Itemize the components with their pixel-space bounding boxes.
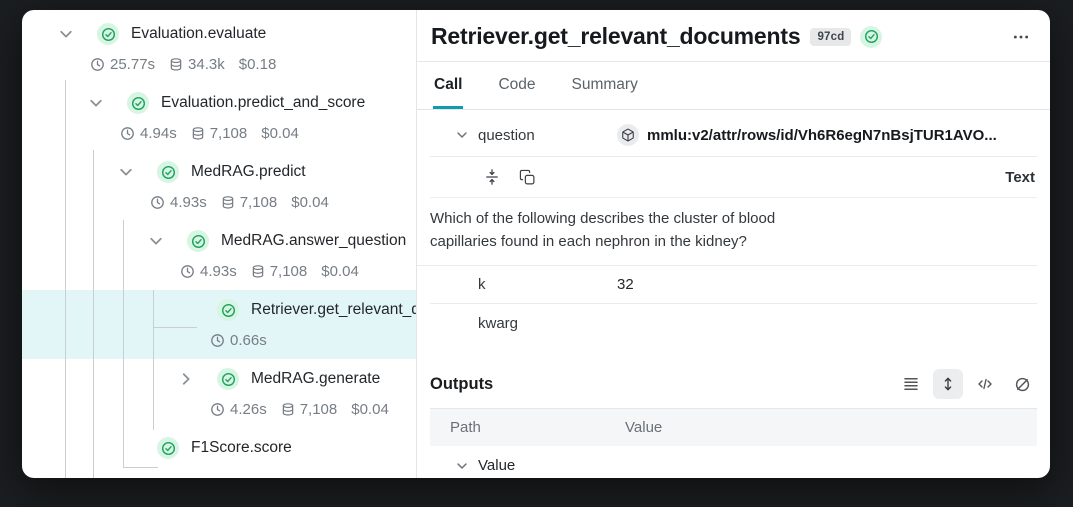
tree-guide-line [65, 80, 66, 478]
column-value: Value [625, 419, 663, 436]
status-success-icon [97, 23, 119, 45]
status-success-icon [157, 437, 179, 459]
input-row-question: question mmlu:v2/attr/rows/id/Vh6R6egN7n… [430, 114, 1037, 157]
chevron-down-icon[interactable] [88, 95, 104, 111]
tree-node-label: Evaluation.evaluate [131, 25, 267, 42]
tokens-stat: 34.3k [169, 56, 225, 73]
rows-icon[interactable] [896, 369, 926, 399]
output-path: Value [478, 457, 516, 474]
input-key: question [478, 126, 535, 144]
chevron-spacer [118, 440, 134, 456]
header-divider [417, 61, 1050, 62]
tree-node[interactable]: Evaluation.predict_and_score 4.94s 7,108 $0… [22, 89, 416, 146]
input-row-k: k 32 [430, 266, 1037, 304]
cost-stat: $0.04 [351, 400, 389, 418]
tokens-stat: 7,108 [191, 125, 247, 142]
call-title: Retriever.get_relevant_documents [431, 23, 801, 49]
code-icon[interactable] [970, 369, 1000, 399]
tree-node-label: MedRAG.predict [191, 163, 306, 180]
latency-stat: 4.26s [210, 401, 267, 418]
status-success-icon [187, 230, 209, 252]
chevron-down-icon[interactable] [455, 459, 471, 473]
latency-stat: 4.94s [120, 125, 177, 142]
tree-guide-line [153, 290, 154, 430]
input-value: 32 [617, 276, 634, 293]
cube-icon [617, 124, 639, 146]
tokens-stat: 7,108 [281, 401, 337, 418]
tokens-stat: 7,108 [251, 263, 307, 280]
tree-node[interactable]: MedRAG.generate 4.26s 7,108 $0.04 [22, 365, 416, 422]
cost-stat: $0.04 [291, 193, 329, 211]
call-id-badge: 97cd [810, 27, 852, 46]
tree-node[interactable]: F1Score.score [22, 434, 416, 462]
dataset-ref-link[interactable]: mmlu:v2/attr/rows/id/Vh6R6egN7nBsjTUR1AV… [617, 124, 997, 146]
tree-node[interactable]: MedRAG.predict 4.93s 7,108 $0.04 [22, 158, 416, 215]
column-path: Path [450, 419, 481, 436]
chevron-spacer [178, 302, 194, 318]
tree-node-label: F1Score.score [191, 439, 292, 456]
question-text: Which of the following describes the clu… [430, 210, 776, 250]
cost-stat: $0.04 [261, 124, 299, 142]
input-row-kwarg: kwarg [430, 304, 1037, 342]
latency-stat: 25.77s [90, 56, 155, 73]
latency-stat: 0.66s [210, 332, 267, 349]
cost-stat: $0.18 [238, 55, 277, 73]
status-success-icon [127, 92, 149, 114]
expanded-value-block: Text Which of the following describes th… [417, 157, 1037, 266]
latency-stat: 4.93s [150, 194, 207, 211]
tokens-stat: 7,108 [221, 194, 277, 211]
status-success-icon [217, 299, 239, 321]
tree-node-label: MedRAG.answer_question [221, 232, 407, 249]
copy-icon[interactable] [516, 166, 538, 188]
tree-guide-line [93, 150, 94, 478]
detail-tabs: Call Code Summary [417, 62, 1050, 110]
tree-node-label: Evaluation.predict_and_score [161, 94, 366, 111]
tree-guide-line [153, 327, 197, 328]
chevron-down-icon[interactable] [148, 233, 164, 249]
three-dots-icon[interactable] [1008, 24, 1034, 50]
outputs-row-value: Value [430, 446, 1037, 478]
outputs-title: Outputs [430, 374, 494, 393]
outputs-header: Outputs [430, 369, 1037, 408]
value-type-label: Text [1005, 168, 1035, 186]
tree-node[interactable]: MedRAG.answer_question 4.93s 7,108 $0.04 [22, 227, 416, 284]
expand-vertical-icon[interactable] [933, 369, 963, 399]
status-success-icon [860, 25, 883, 48]
chevron-down-icon[interactable] [118, 164, 134, 180]
tree-node[interactable]: Evaluation.evaluate 25.77s 34.3k $0.18 [22, 20, 416, 77]
tree-node-label: MedRAG.generate [251, 370, 381, 387]
chevron-down-icon[interactable] [58, 26, 74, 42]
call-header: Retriever.get_relevant_documents 97cd [417, 10, 1050, 61]
tab-code[interactable]: Code [498, 76, 536, 93]
cost-stat: $0.04 [321, 262, 359, 280]
tab-call[interactable]: Call [433, 62, 464, 109]
tab-summary[interactable]: Summary [571, 76, 638, 93]
call-detail-panel: Retriever.get_relevant_documents 97cd Ca… [417, 10, 1050, 478]
chevron-right-icon[interactable] [178, 371, 194, 387]
tree-node[interactable]: Retriever.get_relevant_documents 0.66s [22, 290, 416, 359]
ref-path: mmlu:v2/attr/rows/id/Vh6R6egN7nBsjTUR1AV… [647, 126, 997, 144]
latency-stat: 4.93s [180, 263, 237, 280]
outputs-table-header: Path Value [430, 408, 1037, 446]
tree-node-label: Retriever.get_relevant_documents [251, 301, 416, 318]
value-toolbar: Text [430, 157, 1037, 198]
input-key: k [478, 276, 486, 293]
chevron-down-icon[interactable] [455, 128, 471, 142]
collapse-vertical-icon[interactable] [481, 166, 503, 188]
tree-guide-line [123, 467, 158, 468]
status-success-icon [217, 368, 239, 390]
tree-guide-line [123, 220, 124, 467]
input-key: kwarg [478, 314, 519, 332]
status-success-icon [157, 161, 179, 183]
call-tab-content: question mmlu:v2/attr/rows/id/Vh6R6egN7n… [417, 110, 1050, 478]
hide-icon[interactable] [1007, 369, 1037, 399]
